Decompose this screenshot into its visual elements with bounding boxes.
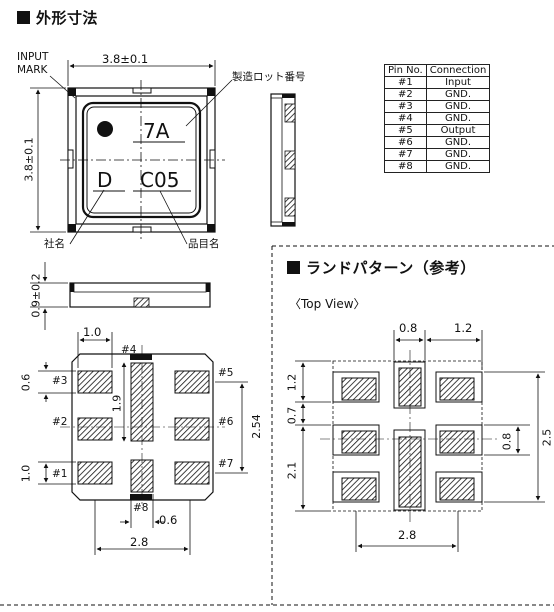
marking-code: 7A: [143, 119, 170, 143]
square-bullet-icon: [287, 261, 300, 274]
table-cell: #6: [384, 136, 427, 149]
table-header-pin: Pin No.: [384, 64, 427, 77]
pin-label-1: #1: [52, 468, 68, 480]
pin-label-3: #3: [52, 375, 68, 387]
pin-label-7: #7: [218, 458, 234, 470]
lot-number-label: 製造ロット番号: [232, 71, 306, 83]
marking-lot: C05: [140, 168, 180, 192]
table-cell: #4: [384, 112, 427, 125]
pin-label-8: #8: [133, 502, 149, 514]
land-col-side-dim: 1.2: [454, 321, 473, 335]
pad-width-dim: 1.0: [83, 325, 102, 339]
bottom-width-dim: 2.8: [130, 535, 149, 549]
table-cell: Output: [425, 124, 491, 137]
land-right-total-dim: 2.5: [540, 428, 554, 447]
table-cell: Input: [425, 76, 491, 89]
company-name-label: 社名: [44, 238, 65, 250]
width-dim: 3.8±0.1: [102, 52, 149, 66]
bottom-view-package: [71, 353, 214, 501]
side-view-right: [270, 93, 296, 227]
center-pad-len-dim: 1.9: [110, 394, 124, 413]
land-title: ランドパターン（参考）: [287, 257, 476, 278]
side-view-bottom: [69, 282, 211, 308]
table-header-row: Pin No. Connection: [384, 64, 491, 77]
pin-label-4: #4: [121, 344, 137, 356]
land-title-text: ランドパターン（参考）: [306, 259, 476, 277]
table-cell: #7: [384, 148, 427, 161]
input-mark-label-2: MARK: [17, 64, 48, 76]
input-mark-label-1: INPUT: [17, 51, 49, 63]
land-pattern: [332, 360, 483, 512]
pin-label-2: #2: [52, 416, 68, 428]
pad-gap-dim: 0.6: [159, 513, 178, 527]
product-name-label: 品目名: [188, 238, 220, 250]
top-view-package: [60, 80, 225, 240]
land-row-top-dim: 1.2: [285, 373, 299, 392]
table-cell: GND.: [425, 148, 491, 161]
pad-height-top-dim: 0.6: [19, 373, 33, 392]
table-cell: GND.: [425, 160, 491, 173]
marking-maker: D: [97, 168, 113, 192]
table-cell: GND.: [425, 136, 491, 149]
table-cell: #5: [384, 124, 427, 137]
outline-title: 外形寸法: [17, 7, 98, 28]
land-right-mid-dim: 0.8: [500, 432, 514, 451]
thickness-dim: 0.9±0.2: [29, 273, 43, 318]
land-row-mid-dim: 0.7: [285, 406, 299, 425]
land-bottom-width-dim: 2.8: [398, 528, 417, 542]
table-cell: #1: [384, 76, 427, 89]
table-header-connection: Connection: [425, 64, 491, 77]
table-cell: #3: [384, 100, 427, 113]
input-mark-dot: [97, 121, 113, 137]
land-col-mid-dim: 0.8: [399, 321, 418, 335]
pin-label-5: #5: [218, 367, 234, 379]
table-cell: GND.: [425, 88, 491, 101]
square-bullet-icon: [17, 11, 30, 24]
land-row-bot-dim: 2.1: [285, 461, 299, 480]
pin-label-6: #6: [218, 416, 234, 428]
top-view-label: 〈Top View〉: [289, 297, 366, 311]
pad-height-bottom-dim: 1.0: [19, 464, 33, 483]
table-cell: #2: [384, 88, 427, 101]
table-cell: GND.: [425, 112, 491, 125]
pad-pitch-dim: 2.54: [249, 414, 263, 439]
table-cell: #8: [384, 160, 427, 173]
table-cell: GND.: [425, 100, 491, 113]
height-dim: 3.8±0.1: [22, 137, 36, 182]
outline-title-text: 外形寸法: [36, 9, 99, 27]
